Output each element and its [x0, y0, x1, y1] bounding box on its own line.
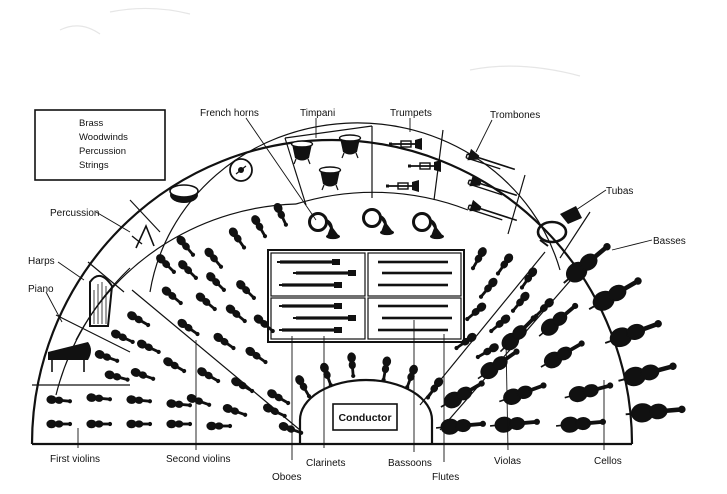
triangle-icon — [131, 223, 155, 249]
conductor-podium: Conductor — [298, 378, 434, 444]
legend-item-brass: Brass — [79, 118, 104, 129]
label-piano: Piano — [28, 284, 54, 295]
label-flutes: Flutes — [432, 472, 459, 483]
tuba-icon — [536, 206, 582, 247]
label-harps: Harps — [28, 256, 55, 267]
label-basses: Basses — [653, 236, 686, 247]
label-first-violins: First violins — [50, 454, 100, 465]
label-clarinets: Clarinets — [306, 458, 345, 469]
section-labels: French horns Timpani Trumpets Trombones … — [28, 108, 686, 483]
label-bassoons: Bassoons — [388, 458, 432, 469]
french-horn-icon — [308, 208, 446, 241]
background-smudges — [59, 7, 581, 77]
label-tubas: Tubas — [606, 186, 633, 197]
legend-item-percussion: Percussion — [79, 146, 126, 157]
label-second-violins: Second violins — [166, 454, 230, 465]
timpani-icon — [290, 134, 362, 191]
label-french-horns: French horns — [200, 108, 259, 119]
label-oboes: Oboes — [272, 472, 301, 483]
snare-drum-icon — [169, 184, 199, 203]
label-timpani: Timpani — [300, 108, 335, 119]
piano-icon — [48, 342, 91, 372]
label-violas: Violas — [494, 456, 521, 467]
harp-icon — [89, 275, 114, 327]
leader-lines — [45, 117, 653, 462]
percussion-instruments — [131, 158, 253, 249]
legend-item-strings: Strings — [79, 160, 109, 171]
conductor-label: Conductor — [338, 412, 391, 424]
woodwinds-section — [267, 249, 465, 343]
label-cellos: Cellos — [594, 456, 622, 467]
legend: Brass Woodwinds Percussion Strings — [34, 109, 166, 181]
legend-item-woodwinds: Woodwinds — [79, 132, 128, 143]
label-trumpets: Trumpets — [390, 108, 432, 119]
cymbal-icon — [229, 158, 253, 182]
trombone-icon — [464, 147, 520, 227]
label-trombones: Trombones — [490, 110, 540, 121]
label-percussion: Percussion — [50, 208, 99, 219]
